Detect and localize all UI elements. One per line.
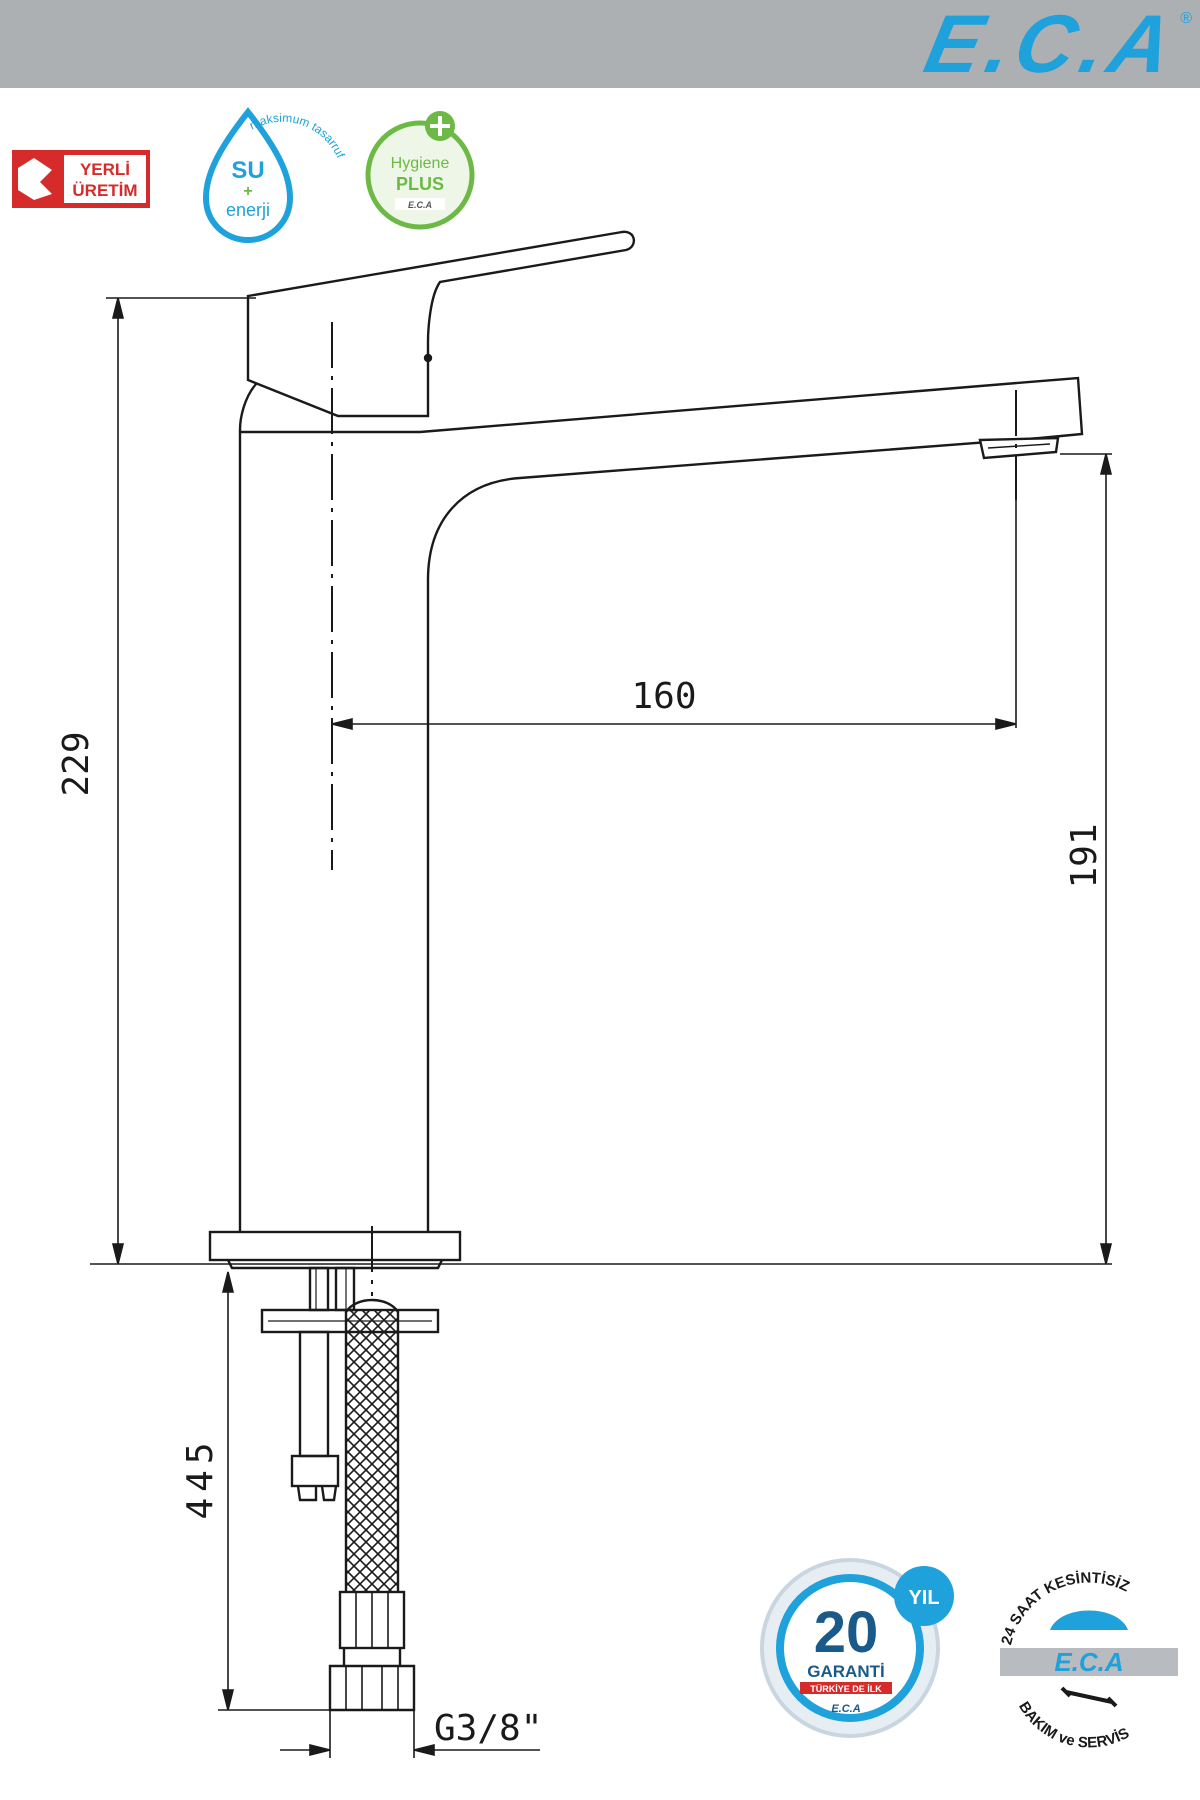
servis-badge: E.C.A 24 SAAT KESİNTİSİZ BAKIM ve SERVİS (998, 1569, 1178, 1752)
turkiye-de-ilk-label: TÜRKİYE DE İLK (810, 1684, 882, 1694)
body-column-left (238, 383, 257, 1232)
wrench-icon (1060, 1686, 1118, 1708)
dimension-g38: G3/8" (434, 1708, 542, 1749)
dimension-160: 160 (631, 676, 696, 717)
helmet-icon (1050, 1610, 1128, 1630)
spout (419, 376, 1084, 1232)
yil-label: YIL (908, 1587, 939, 1609)
hygiene-brand-label: E.C.A (408, 200, 432, 210)
handle-lever (246, 230, 635, 418)
garanti-brand-label: E.C.A (831, 1703, 860, 1715)
handshake-icon (18, 158, 52, 200)
dimension-lines (90, 297, 1113, 1758)
plus-label: + (243, 183, 252, 200)
su-label: SU (231, 157, 264, 184)
su-enerji-badge: SU + enerji maksimum tasarruf (202, 107, 348, 244)
servis-brand-label: E.C.A (1054, 1647, 1123, 1677)
dimension-229: 229 (56, 731, 97, 796)
garanti-label: GARANTİ (807, 1662, 884, 1681)
dimension-191: 191 (1064, 823, 1105, 888)
plus-word-label: PLUS (396, 174, 444, 194)
garanti-number: 20 (814, 1600, 879, 1665)
yerli-label: YERLİ (80, 160, 130, 179)
header-bar: E.C.A ® (0, 0, 1200, 90)
uretim-label: ÜRETİM (72, 181, 137, 200)
yerli-uretim-badge: YERLİ ÜRETİM (12, 150, 150, 208)
registered-mark: ® (1180, 10, 1192, 27)
center-lines (331, 322, 1017, 1296)
aerator (978, 436, 1060, 460)
braided-hose (328, 1298, 416, 1712)
faucet-outline (208, 230, 1084, 1502)
hygiene-label: Hygiene (391, 155, 450, 172)
garanti-badge: YIL 20 GARANTİ TÜRKİYE DE İLK E.C.A (760, 1558, 954, 1738)
dimension-445: 445 (180, 1436, 221, 1519)
enerji-label: enerji (226, 200, 270, 220)
hygiene-plus-badge: Hygiene PLUS E.C.A (365, 111, 475, 230)
water-drop-icon (202, 107, 294, 244)
